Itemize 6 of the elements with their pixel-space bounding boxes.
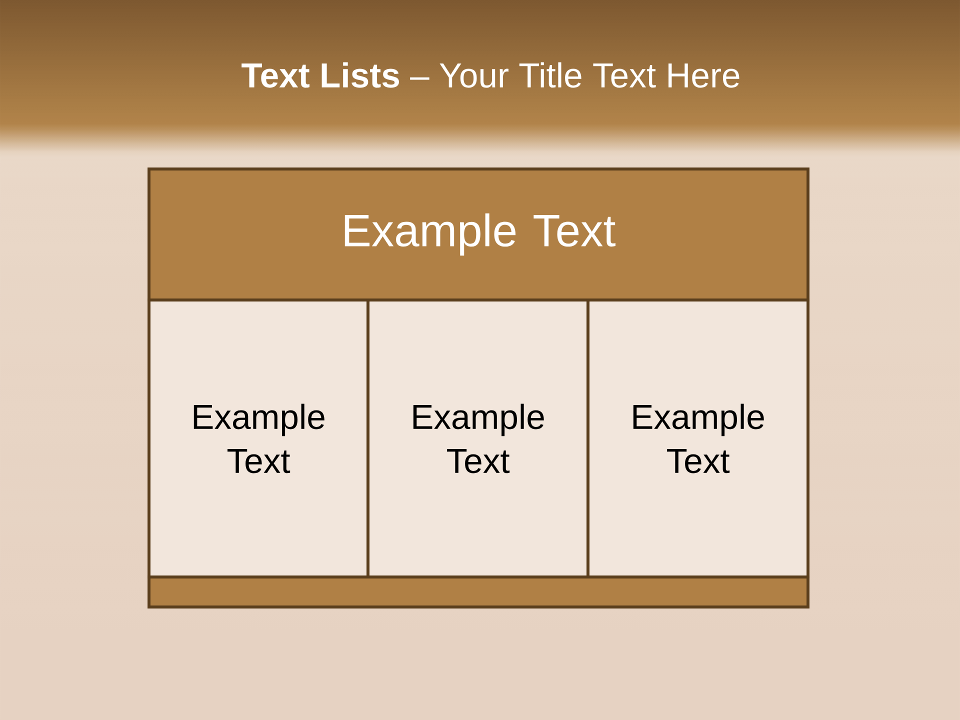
footer-bar: [148, 576, 810, 608]
slide-title: Text Lists – Your Title Text Here: [242, 62, 740, 88]
heading-box: Example Text: [148, 168, 810, 302]
text-box: Example Text: [586, 298, 810, 578]
text-box: Example Text: [366, 298, 590, 578]
text-box: Example Text: [148, 298, 370, 578]
